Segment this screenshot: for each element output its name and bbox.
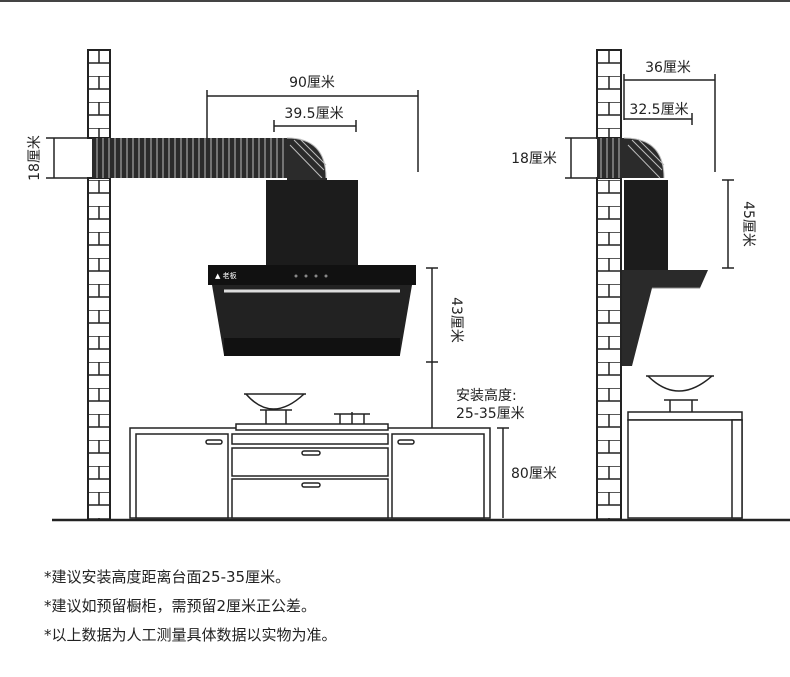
label-duct-center-side: 32.5厘米 (629, 102, 688, 118)
label-cabinet-height: 80厘米 (511, 466, 557, 482)
dim-cabinet-height (497, 427, 509, 518)
label-total-depth-side: 36厘米 (645, 60, 691, 76)
label-duct-height-left: 18厘米 (27, 135, 43, 181)
dim-duct-center-side (624, 113, 693, 125)
note-measurement-disclaimer: *以上数据为人工测量具体数据以实物为准。 (44, 626, 337, 644)
stove-front (235, 393, 389, 431)
range-hood-side (622, 180, 708, 366)
dim-hood-height-front (426, 267, 438, 428)
right-wall (596, 49, 622, 521)
label-hood-height-front: 43厘米 (448, 297, 464, 343)
note-install-height: *建议安装高度距离台面25-35厘米。 (44, 568, 291, 586)
svg-text:▲ 老板: ▲ 老板 (215, 271, 237, 280)
label-install-height-1: 安装高度: (456, 387, 517, 404)
exhaust-duct-front (92, 137, 327, 182)
note-cabinet-tolerance: *建议如预留橱柜，需预留2厘米正公差。 (44, 597, 317, 615)
cabinet-side (627, 375, 743, 519)
left-wall (87, 49, 111, 521)
exhaust-duct-side (597, 137, 665, 179)
dim-total-depth-side (623, 74, 716, 172)
label-duct-height-right: 18厘米 (511, 151, 557, 167)
dim-total-depth-front (206, 90, 419, 172)
range-hood-front: ▲ 老板 (208, 180, 416, 356)
dim-duct-height-left (46, 137, 92, 179)
label-total-depth-front: 90厘米 (289, 75, 335, 91)
label-hood-height-side: 45厘米 (740, 201, 756, 247)
dim-duct-height-right (565, 137, 597, 179)
dim-hood-height-side (722, 179, 734, 269)
kitchen-cabinet-front (129, 427, 491, 519)
label-install-height-2: 25-35厘米 (456, 406, 525, 422)
dim-duct-center-front (273, 120, 357, 132)
label-duct-center-front: 39.5厘米 (284, 106, 343, 122)
